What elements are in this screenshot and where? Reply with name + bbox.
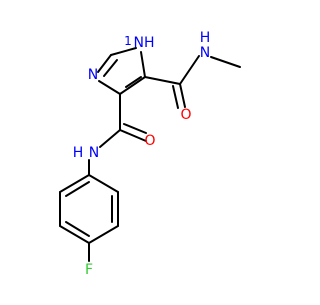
amide-n-bottom-label: N [89, 145, 99, 161]
bond-c2-n1 [110, 47, 137, 56]
fluorine-label: F [85, 262, 93, 278]
bond-carbonyl-top-n [179, 55, 200, 85]
amide-n-top-label: N [200, 45, 210, 61]
bond-carbonyl-bottom-n [99, 129, 121, 148]
bond-ar-4-5-double [65, 221, 90, 237]
molecule-canvas: NH 1 N N H O N H O F [59, 30, 241, 278]
ring-nh-label: NH [134, 35, 155, 51]
bond-carbonyl-top-o-double [172, 85, 179, 109]
bond-c2-n3 [97, 54, 112, 73]
bond-ar-4-5 [59, 225, 90, 244]
bond-carbonyl-bottom-o [119, 129, 147, 142]
bond-carbonyl-top-o [179, 83, 186, 108]
amide-o-bottom-label: O [144, 133, 155, 149]
bond-c2-n3-double [103, 59, 118, 77]
bond-carbonyl-bottom-o-double [123, 123, 147, 134]
bond-ar-1-2 [88, 174, 119, 193]
bond-n3-c4 [98, 80, 121, 95]
amide-o-top-label: O [180, 107, 191, 123]
bond-c4-c5 [119, 76, 146, 95]
ring-n-label: N [88, 67, 98, 83]
bond-c5-n1 [140, 51, 146, 78]
amide-n-top-h-label: H [200, 30, 211, 46]
bond-ar-6-1 [59, 174, 90, 193]
ring-nh-h-label: 1 [124, 34, 132, 48]
bond-n-methyl [210, 56, 241, 68]
structure-diagram: NH 1 N N H O N H O F [59, 30, 241, 278]
bond-c4-c5-double [125, 76, 142, 88]
bond-c5-carbonyl-top [144, 76, 181, 85]
bond-ar-6-1-double [65, 181, 90, 197]
bond-ar-3-4 [88, 225, 119, 244]
amide-n-bottom-h-label: H [73, 145, 84, 161]
